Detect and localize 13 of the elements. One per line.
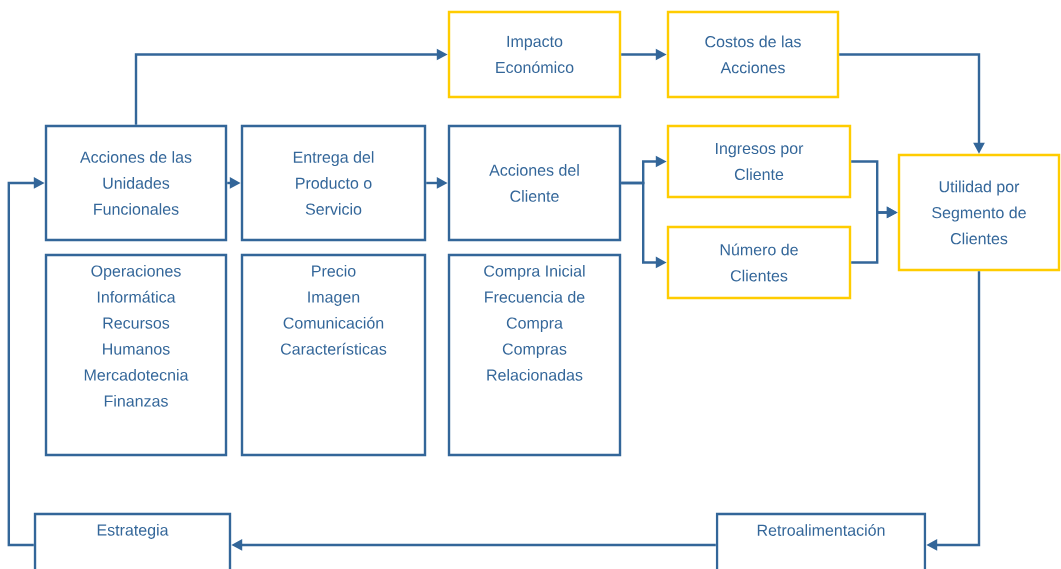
process-box: Costos de las Acciones <box>666 10 840 99</box>
process-box: Número de Clientes <box>666 225 852 300</box>
process-box: Precio Imagen Comunicación Características <box>240 253 427 457</box>
process-box: Operaciones Informática Recursos Humanos Mercadotecnia Finanzas <box>44 253 228 457</box>
process-box: Utilidad por Segmento de Clientes <box>897 153 1061 272</box>
process-box: Impacto Económico <box>447 10 622 99</box>
process-box: Acciones de las Unidades Funcionales <box>44 124 228 242</box>
process-box: Entrega del Producto o Servicio <box>240 124 427 242</box>
process-box: Acciones del Cliente <box>447 124 622 242</box>
process-box: Compra Inicial Frecuencia de Compra Compras Relacionadas <box>447 253 622 457</box>
process-box: Estrategia <box>33 512 232 569</box>
process-box: Ingresos por Cliente <box>666 124 852 199</box>
process-box: Retroalimentación <box>715 512 927 569</box>
